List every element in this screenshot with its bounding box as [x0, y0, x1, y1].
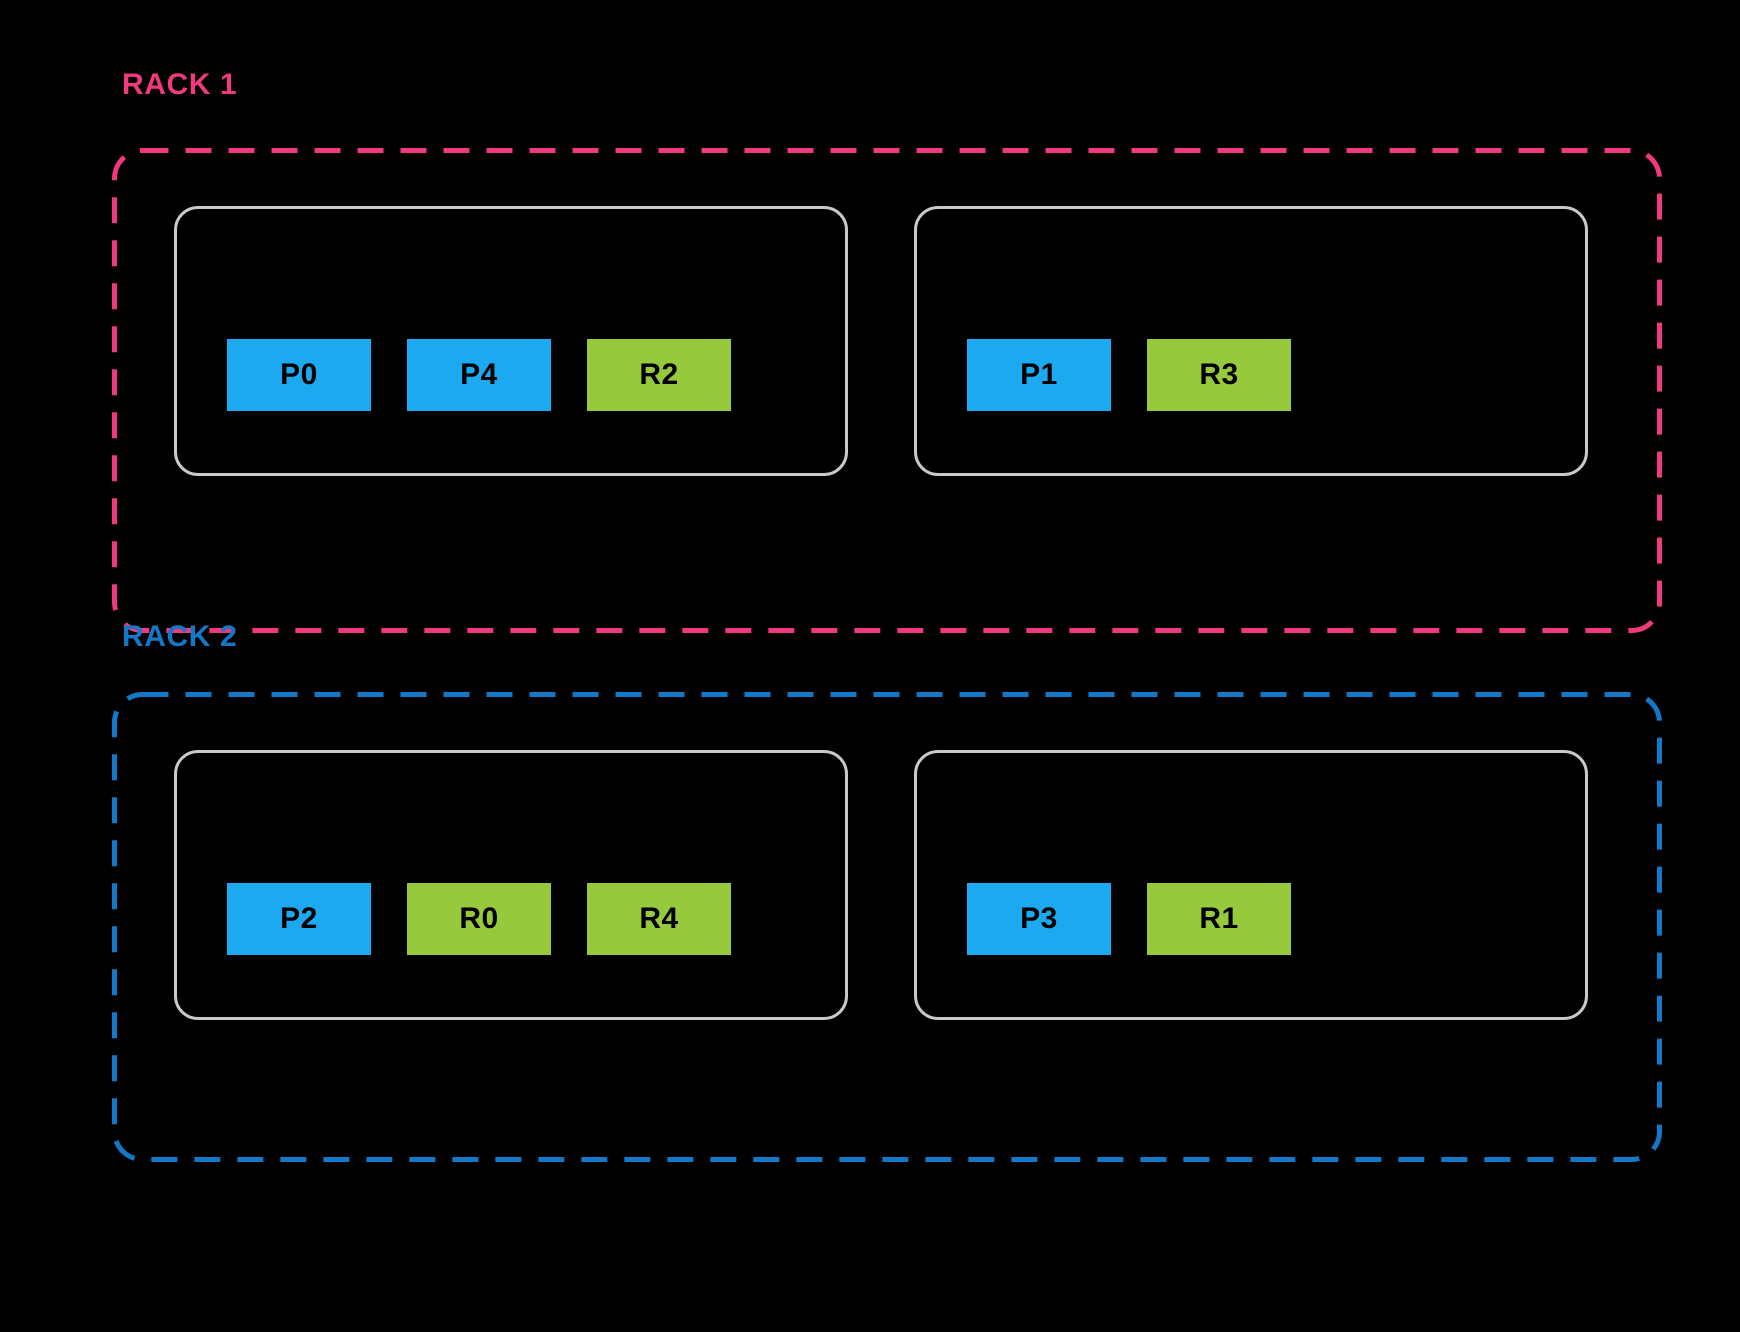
rack-label-1: RACK 1 — [122, 68, 238, 101]
rack-boundary-2: P2 R0 R4 P3 R1 — [112, 692, 1662, 1162]
broker-box-2[interactable]: P1 R3 — [914, 206, 1588, 476]
broker-row-1: P0 P4 R2 P1 R3 — [112, 148, 1662, 633]
broker-chip-group-3: P2 R0 R4 — [177, 883, 731, 1017]
partition-chip[interactable]: P2 — [227, 883, 371, 955]
broker-row-2: P2 R0 R4 P3 R1 — [112, 692, 1662, 1162]
broker-chip-group-1: P0 P4 R2 — [177, 339, 731, 473]
partition-chip[interactable]: P3 — [967, 883, 1111, 955]
broker-box-3[interactable]: P2 R0 R4 — [174, 750, 848, 1020]
partition-chip[interactable]: P1 — [967, 339, 1111, 411]
replica-chip[interactable]: R0 — [407, 883, 551, 955]
rack-boundary-1: P0 P4 R2 P1 R3 — [112, 148, 1662, 633]
rack-label-2: RACK 2 — [122, 620, 238, 653]
broker-chip-group-4: P3 R1 — [917, 883, 1291, 1017]
replica-chip[interactable]: R3 — [1147, 339, 1291, 411]
replica-chip[interactable]: R1 — [1147, 883, 1291, 955]
broker-chip-group-2: P1 R3 — [917, 339, 1291, 473]
replica-chip[interactable]: R2 — [587, 339, 731, 411]
broker-box-4[interactable]: P3 R1 — [914, 750, 1588, 1020]
broker-box-1[interactable]: P0 P4 R2 — [174, 206, 848, 476]
partition-chip[interactable]: P4 — [407, 339, 551, 411]
partition-chip[interactable]: P0 — [227, 339, 371, 411]
replica-chip[interactable]: R4 — [587, 883, 731, 955]
